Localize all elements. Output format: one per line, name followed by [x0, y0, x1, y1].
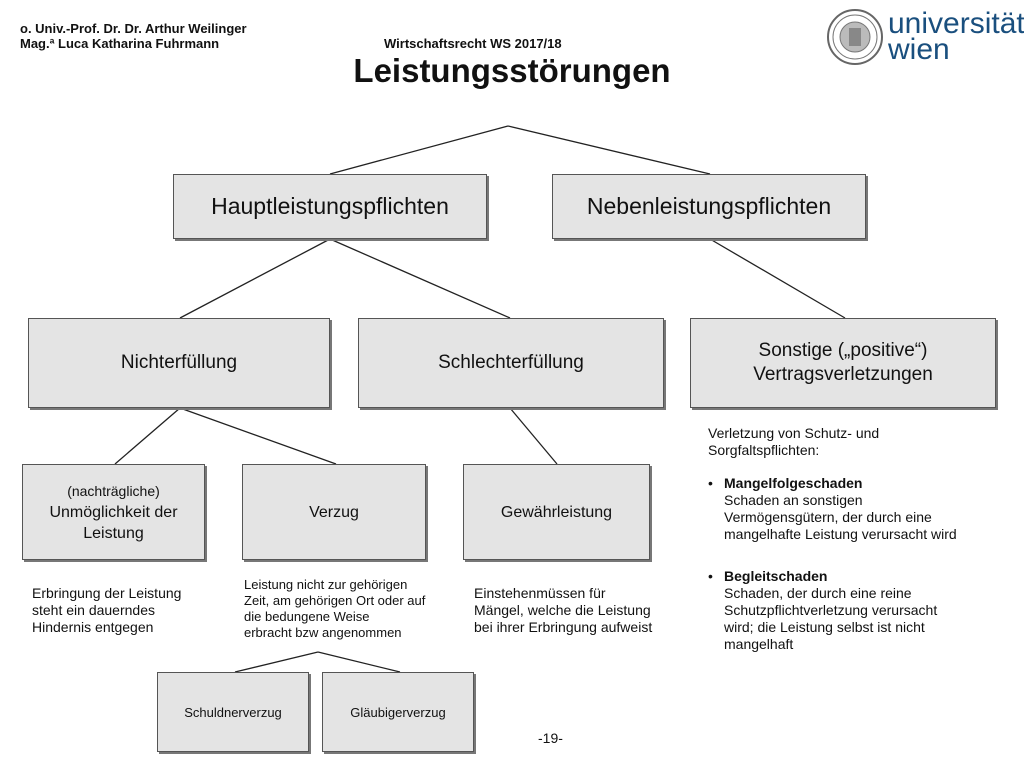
connector [234, 651, 319, 673]
box-hauptleistungspflichten: Hauptleistungspflichten [173, 174, 487, 239]
box-label-line-2: Vertragsverletzungen [753, 364, 933, 385]
bullet-title: Begleitschaden [724, 568, 828, 584]
note-line: steht ein dauerndes [32, 602, 155, 618]
note-line: Mängel, welche die Leistung [474, 602, 651, 618]
note-line: Leistung nicht zur gehörigen [244, 577, 408, 592]
box-unmoeglichkeit: (nachträgliche) Unmöglichkeit der Leistu… [22, 464, 205, 560]
box-label-line-1: Sonstige („positive“) [758, 340, 928, 361]
connector [179, 407, 337, 465]
note-verzug: Leistung nicht zur gehörigen Zeit, am ge… [244, 577, 425, 641]
bullet-line: Vermögensgütern, der durch eine [724, 509, 932, 525]
note-line: Hindernis entgegen [32, 619, 154, 635]
bullet-line: Schaden, der durch eine reine [724, 585, 912, 601]
bullet-begleitschaden: • Begleitschaden Schaden, der durch eine… [708, 568, 938, 653]
note-line: Verletzung von Schutz- und [708, 425, 880, 441]
bullet-line: mangelhafte Leistung verursacht wird [724, 526, 957, 542]
university-seal-icon [827, 9, 883, 65]
connector [179, 238, 331, 319]
box-schlechterfuellung: Schlechterfüllung [358, 318, 664, 408]
bullet-line: Schaden an sonstigen [724, 492, 863, 508]
connector [329, 125, 509, 175]
box-label-line-1: (nachträgliche) [67, 482, 160, 499]
note-line: erbracht bzw angenommen [244, 625, 402, 640]
bullet-icon: • [708, 475, 713, 491]
note-unmoeglichkeit: Erbringung der Leistung steht ein dauern… [32, 585, 181, 636]
connector [709, 238, 846, 319]
note-line: bei ihrer Erbringung aufweist [474, 619, 653, 635]
logo-wordmark-line-2: wien [888, 33, 950, 66]
box-label: Schlechterfüllung [438, 352, 584, 373]
page-title: Leistungsstörungen [353, 52, 671, 89]
note-gewaehrleistung: Einstehenmüssen für Mängel, welche die L… [474, 585, 652, 636]
box-label: Hauptleistungspflichten [211, 193, 449, 219]
box-sonstige-vertragsverletzungen: Sonstige („positive“) Vertragsverletzung… [690, 318, 996, 408]
bullet-line: mangelhaft [724, 636, 794, 652]
box-label: Schuldnerverzug [184, 704, 282, 720]
connector [507, 125, 711, 175]
box-gewaehrleistung: Gewährleistung [463, 464, 650, 560]
box-nebenleistungspflichten: Nebenleistungspflichten [552, 174, 866, 239]
box-label: Gläubigerverzug [350, 704, 446, 720]
note-line: Erbringung der Leistung [32, 585, 182, 601]
bullet-icon: • [708, 568, 713, 584]
box-label-line-2: Unmöglichkeit der [49, 503, 178, 521]
connector [317, 651, 401, 673]
box-label: Nebenleistungspflichten [586, 193, 832, 219]
page-number: -19- [538, 730, 563, 746]
bullet-line: wird; die Leistung selbst ist nicht [724, 619, 925, 635]
bullet-line: Schutzpflichtverletzung verursacht [724, 602, 938, 618]
box-glaeubigerverzug: Gläubigerverzug [322, 672, 474, 752]
bullet-mangelfolgeschaden: • Mangelfolgeschaden Schaden an sonstige… [708, 475, 957, 543]
course-label: Wirtschaftsrecht WS 2017/18 [384, 36, 562, 51]
box-label: Verzug [309, 503, 359, 521]
box-verzug: Verzug [242, 464, 426, 560]
connector [509, 407, 558, 465]
box-nichterfuellung: Nichterfüllung [28, 318, 330, 408]
note-line: Einstehenmüssen für [474, 585, 606, 601]
note-line: Zeit, am gehörigen Ort oder auf [244, 593, 426, 608]
author-line-2: Mag.ª Luca Katharina Fuhrmann [20, 36, 220, 51]
connector [329, 238, 511, 319]
box-schuldnerverzug: Schuldnerverzug [157, 672, 309, 752]
note-line: die bedungene Weise [244, 609, 370, 624]
box-label: Nichterfüllung [120, 352, 238, 373]
note-line: Sorgfaltspflichten: [708, 442, 820, 458]
box-label: Gewährleistung [500, 503, 613, 521]
author-line-1: o. Univ.-Prof. Dr. Dr. Arthur Weilinger [20, 21, 247, 36]
connector [114, 407, 181, 465]
note-sonstige-intro: Verletzung von Schutz- und Sorgfaltspfli… [708, 425, 879, 459]
bullet-title: Mangelfolgeschaden [724, 475, 863, 491]
logo-wordmark-line-1: universität [888, 7, 1024, 40]
box-label-line-3: Leistung [83, 524, 144, 542]
